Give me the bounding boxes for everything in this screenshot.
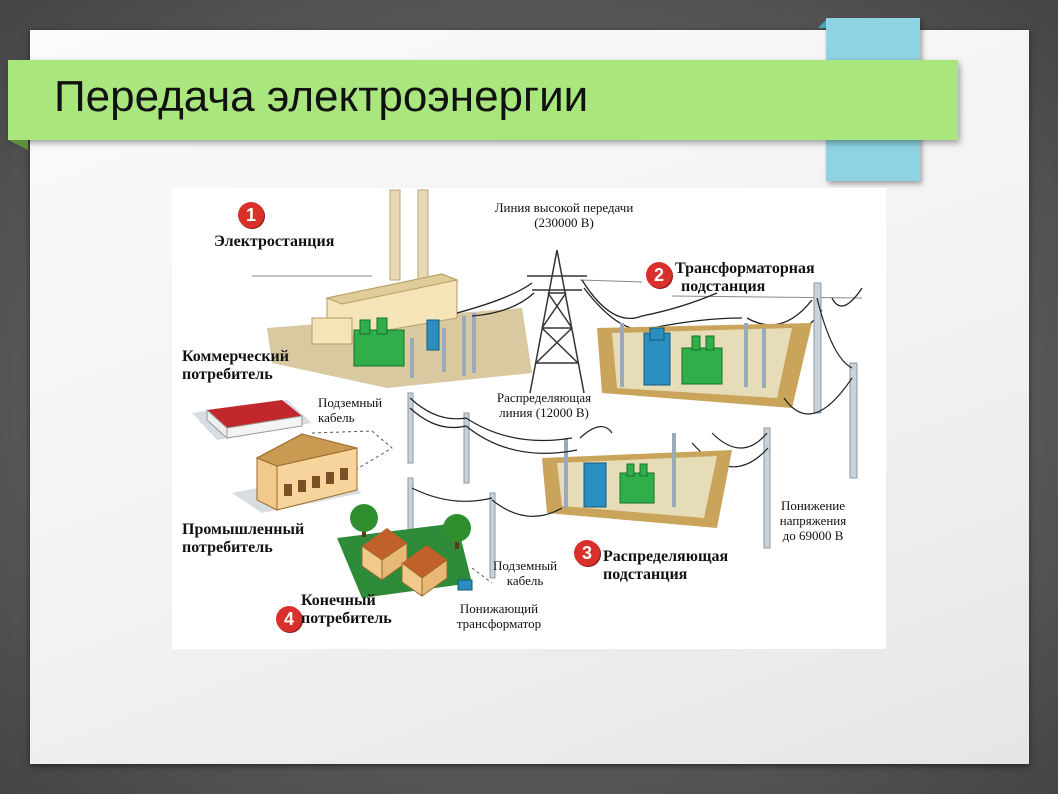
label-transformer-substation-line2: подстанция [681,278,766,296]
label-industrial-consumer-line1: Промышленный [182,521,305,538]
label-distribution-substation-line1: Распределяющая [603,548,729,565]
label-underground-cable-1-line2: кабель [318,409,355,425]
power-plant-icon [267,189,532,388]
step-badge-2: 2 [646,262,672,288]
slide-title: Передача электроэнергии [54,72,589,121]
label-voltage-drop-line2: напряжения [779,512,847,528]
label-underground-cable-2: Подземный кабель [480,558,570,589]
factory-icon [232,433,362,513]
label-voltage-drop-line3: до 69000 В [782,527,844,543]
label-underground-cable-1-line1: Подземный [318,395,383,410]
label-power-station: Электростанция [214,233,335,250]
label-underground-cable-1: Подземный кабель [318,395,383,426]
label-step-down-transformer-line2: трансформатор [456,615,542,631]
label-commercial-consumer-line2: потребитель [182,366,273,384]
label-hv-line: Линия высокой передачи (230000 В) [472,200,656,231]
substation-icon [597,323,812,408]
label-commercial-consumer-line1: Коммерческий [182,348,289,365]
tree-icon [350,504,471,549]
step-badge-4: 4 [276,606,302,632]
house-icon [337,523,472,598]
step-badge-1: 1 [238,202,264,228]
transformer-box-icon [457,579,473,591]
label-commercial-consumer: Коммерческий потребитель [182,348,289,385]
step-badge-3: 3 [574,540,600,566]
commercial-building-icon [192,400,312,440]
label-transformer-substation-line1: Трансформаторная [675,260,815,277]
label-step-down-transformer: Понижающий трансформатор [440,601,558,632]
label-industrial-consumer: Промышленный потребитель [182,521,304,558]
label-distribution-substation-line2: подстанция [603,566,688,584]
label-hv-line-line2: (230000 В) [534,214,594,230]
label-distribution-substation: Распределяющая подстанция [603,548,728,585]
label-distribution-line-line1: Распределяющая [496,390,592,405]
label-industrial-consumer-line2: потребитель [182,539,273,557]
label-underground-cable-2-line2: кабель [506,572,544,588]
label-voltage-drop-line1: Понижение [780,498,846,513]
label-underground-cable-2-line1: Подземный [492,558,558,573]
transmission-tower-icon [527,249,587,394]
label-end-consumer-line2: потребитель [301,610,392,628]
label-voltage-drop: Понижение напряжения до 69000 В [764,498,862,544]
title-bar [8,60,958,140]
label-distribution-line-line2: линия (12000 В) [499,404,589,420]
accent-tab-fold [818,18,828,28]
label-end-consumer: Конечный потребитель [301,592,392,629]
diagram-illustration [192,189,863,598]
power-transmission-diagram: 1 2 3 4 Электростанция Линия высокой пер… [172,188,886,649]
label-transformer-substation: Трансформаторная подстанция [675,260,815,297]
label-step-down-transformer-line1: Понижающий [459,601,539,616]
label-distribution-line: Распределяющая линия (12000 В) [474,390,614,421]
label-hv-line-line1: Линия высокой передачи [494,200,634,215]
distribution-substation-icon [542,433,732,528]
label-end-consumer-line1: Конечный [301,592,376,609]
title-bar-fold [8,140,28,150]
